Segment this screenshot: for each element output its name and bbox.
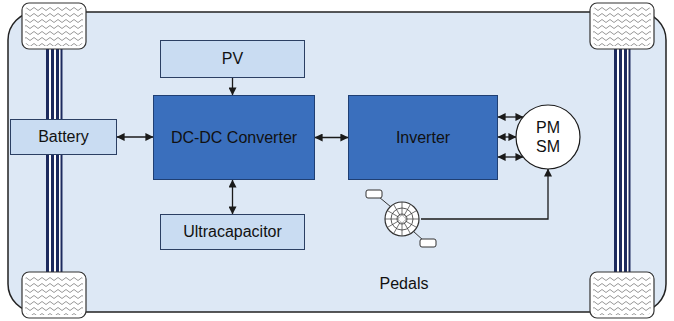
node-label: Pedals: [376, 274, 433, 293]
wheel: [22, 3, 86, 49]
power-connector: [117, 136, 153, 137]
node-label: PV: [218, 49, 247, 68]
power-connector: [232, 180, 233, 214]
power-connector: [498, 136, 516, 137]
wheel: [22, 272, 86, 318]
node-label: Battery: [34, 127, 93, 146]
rear-axle: [614, 48, 630, 274]
power-connector: [232, 78, 233, 95]
pedal-node: Pedals: [358, 186, 450, 298]
car-body: [8, 12, 666, 312]
power-connector: [498, 116, 523, 117]
motor-circle: PM SM: [515, 104, 581, 170]
storage-box: Battery: [10, 119, 117, 155]
pedal-icon: [358, 186, 450, 252]
power-connector: [498, 156, 523, 157]
node-label: PM SM: [531, 118, 565, 156]
motor-outline: [515, 104, 581, 170]
node-label: Inverter: [392, 128, 454, 147]
node-label: Ultracapacitor: [179, 222, 286, 241]
wheel: [590, 3, 654, 49]
wheel: [590, 272, 654, 318]
inverter-box: Inverter: [348, 95, 498, 180]
source-box: PV: [160, 40, 305, 78]
power-connector: [315, 137, 348, 138]
storage-box: Ultracapacitor: [160, 214, 305, 250]
node-label: DC-DC Converter: [167, 128, 301, 147]
converter-box: DC-DC Converter: [153, 95, 315, 180]
front-axle: [46, 48, 62, 274]
